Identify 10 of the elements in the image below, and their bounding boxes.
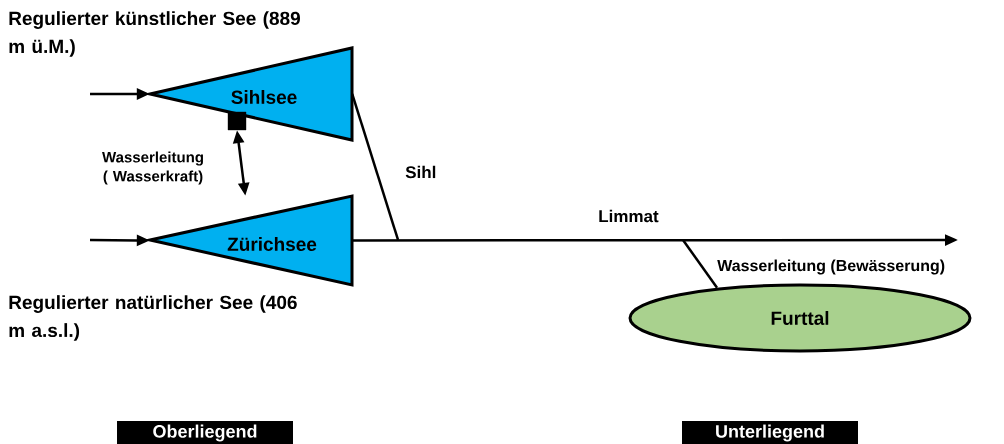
edge-label: Limmat	[599, 209, 659, 223]
edge-label: Wasserleitung (Bewässerung)	[717, 259, 945, 275]
lake-description: Regulierter natürlicher See (406 m a.s.l.)	[9, 295, 297, 341]
edge-label: Sihl	[405, 165, 436, 179]
lake-description: Regulierter künstlicher See (889 m ü.M.)	[9, 11, 300, 57]
edge-label: Wasserleitung ( Wasserkraft)	[102, 151, 203, 185]
connector-line	[351, 93, 400, 241]
zone-label-box: Oberliegend	[117, 421, 293, 444]
connector-line	[682, 239, 719, 289]
zone-label-box: Unterliegend	[682, 421, 858, 444]
